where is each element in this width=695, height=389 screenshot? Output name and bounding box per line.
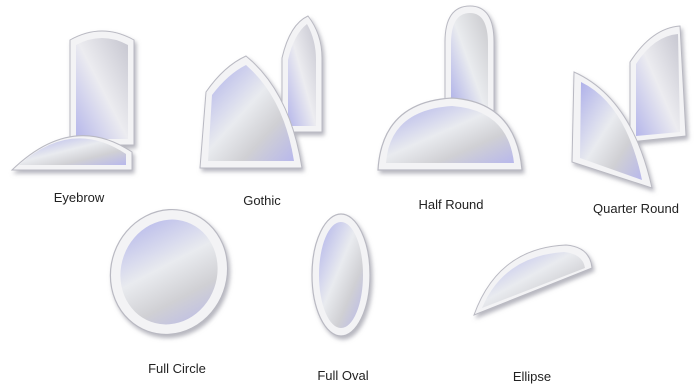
full-oval-label: Full Oval [317, 368, 368, 383]
quarter-round-label: Quarter Round [593, 201, 679, 216]
ellipse-label: Ellipse [513, 369, 551, 384]
ellipse-window-icon [474, 245, 592, 315]
gothic-window-icon [200, 16, 322, 168]
full-oval-window-icon [312, 214, 370, 336]
eyebrow-label: Eyebrow [54, 190, 105, 205]
full-circle-window-icon [93, 193, 245, 351]
gothic-label: Gothic [243, 193, 281, 208]
quarter-round-window-icon [572, 26, 686, 188]
half-round-label: Half Round [418, 197, 483, 212]
full-circle-label: Full Circle [148, 361, 206, 376]
half-round-window-icon [378, 6, 522, 170]
eyebrow-window-icon [12, 31, 134, 170]
